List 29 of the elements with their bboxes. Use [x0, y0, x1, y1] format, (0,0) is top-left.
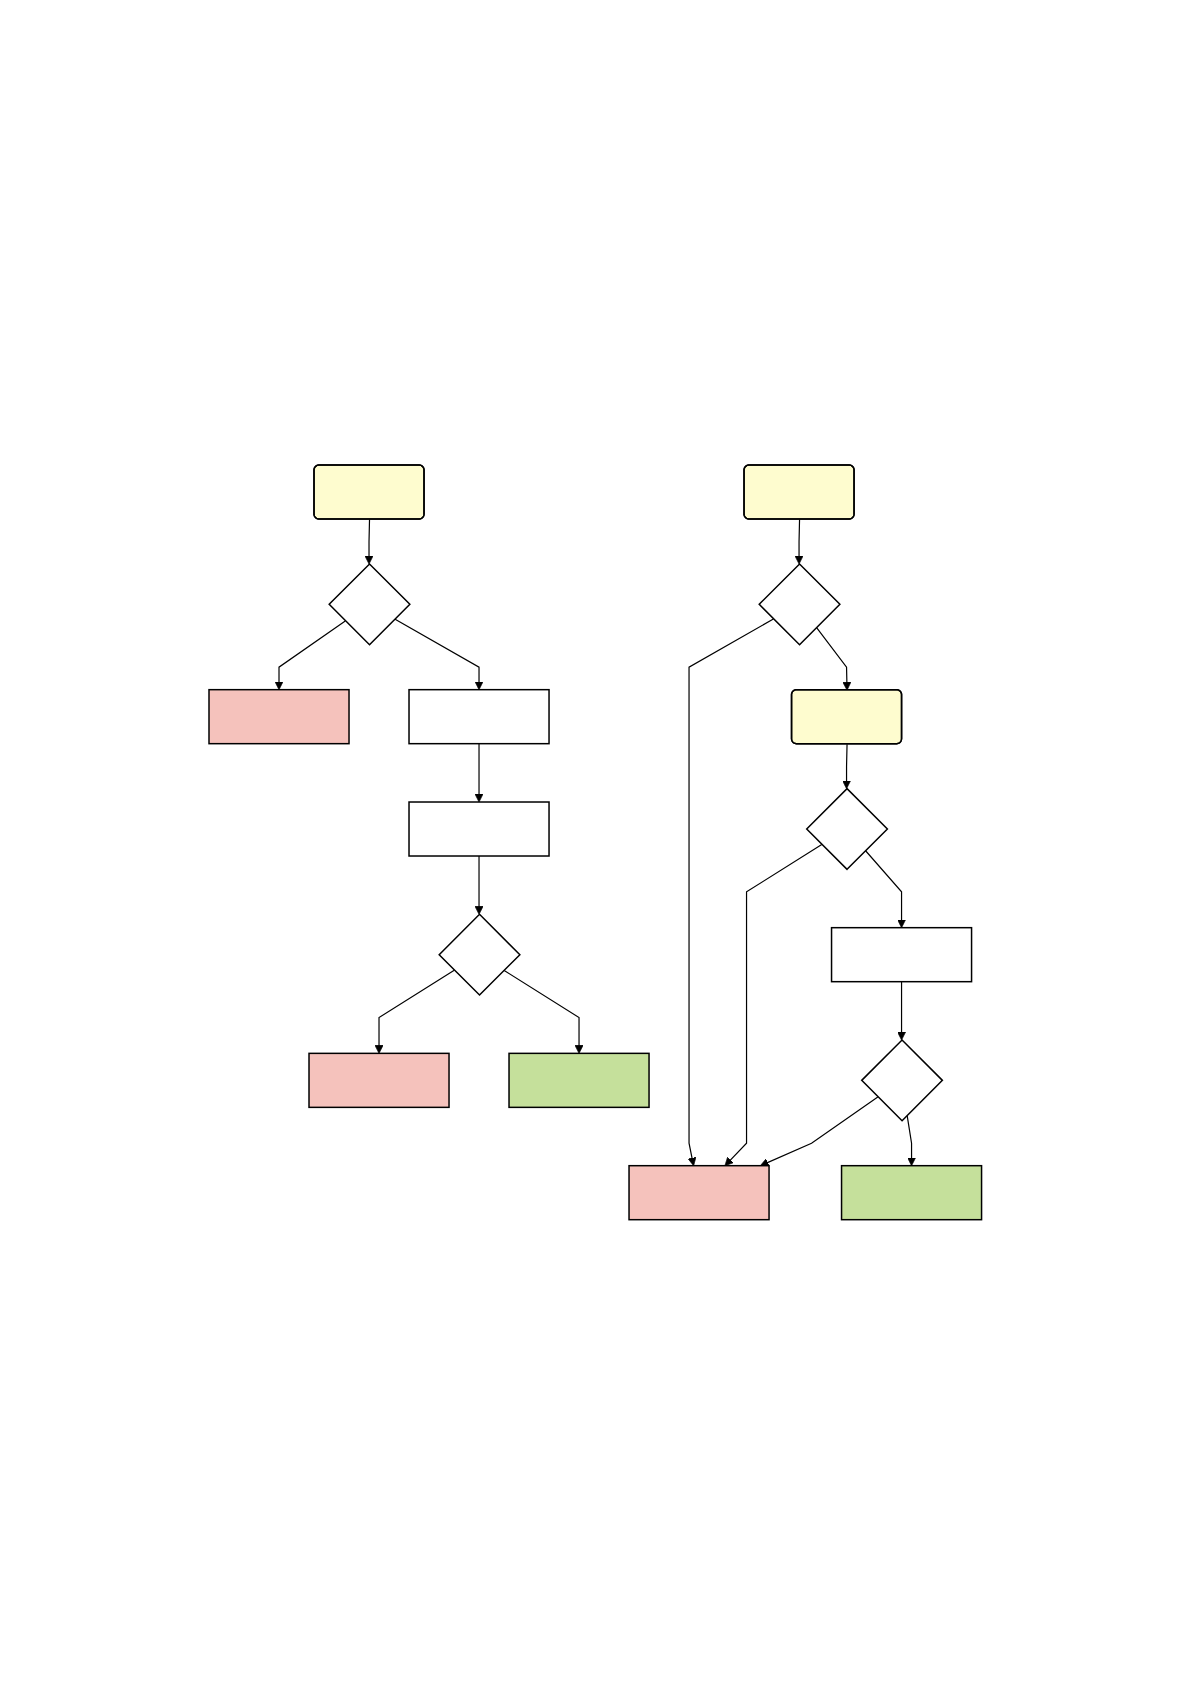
arrow	[759, 1096, 879, 1167]
node-diamond	[437, 912, 521, 996]
node-box	[830, 926, 973, 983]
arrow	[274, 620, 346, 690]
arrow	[896, 980, 906, 1041]
node-box	[508, 1052, 650, 1108]
node-diamond	[860, 1038, 944, 1122]
arrow	[815, 626, 851, 691]
node-box	[408, 688, 550, 745]
arrow	[864, 849, 906, 928]
node-box	[628, 1164, 770, 1221]
arrow	[364, 518, 374, 565]
node-diamond	[757, 562, 841, 646]
arrow	[393, 618, 484, 690]
arrow	[724, 843, 823, 1166]
node-box	[308, 1052, 450, 1108]
node-box	[840, 1164, 983, 1221]
node-diamond	[327, 562, 411, 646]
arrow	[474, 742, 484, 803]
arrow	[841, 743, 851, 789]
arrow	[502, 969, 584, 1054]
arrow	[374, 969, 455, 1054]
arrow	[474, 855, 484, 915]
arrow	[794, 518, 804, 565]
node-box	[207, 688, 350, 745]
node-box	[408, 800, 550, 857]
node-diamond	[805, 787, 889, 871]
arrow	[687, 618, 774, 1166]
arrow	[906, 1114, 916, 1166]
